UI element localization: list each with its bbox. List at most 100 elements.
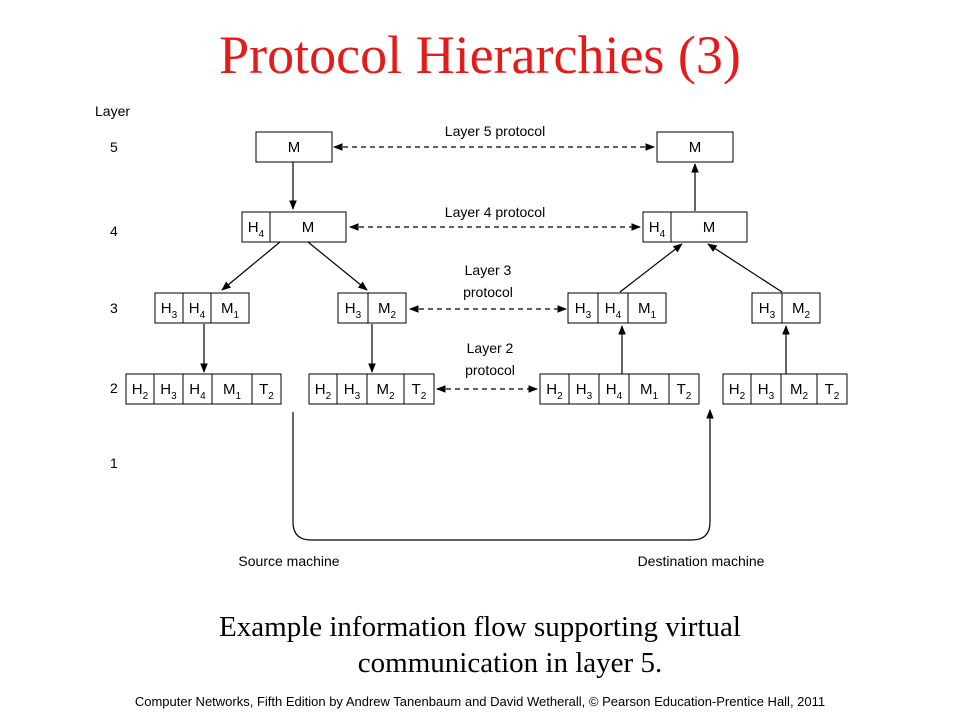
destination-machine-label: Destination machine <box>638 553 765 569</box>
header-cell <box>255 131 333 163</box>
header-cell-label: T2 <box>677 381 692 402</box>
header-cell-label: M <box>689 139 702 156</box>
header-cell-label: T2 <box>259 381 274 402</box>
header-cell-label: M <box>302 219 315 236</box>
header-cell <box>751 292 783 324</box>
arrow-l3b-to-l4-dest <box>707 243 783 293</box>
header-cell-label: M <box>288 139 301 156</box>
layer-number-2: 2 <box>110 380 118 396</box>
header-cell <box>403 373 435 405</box>
header-cell <box>642 211 672 243</box>
header-cell <box>597 292 629 324</box>
layer2-protocol-label-line2: protocol <box>465 362 515 378</box>
header-cell-label: T2 <box>412 381 427 402</box>
header-cell <box>781 292 821 324</box>
header-cell-label: H2 <box>729 381 746 402</box>
header-cell <box>125 373 155 405</box>
arrow-l4-to-l3b-source <box>307 241 368 291</box>
caption-line-2: communication in layer 5. <box>357 647 663 679</box>
header-cell <box>210 292 250 324</box>
header-cell-label: H3 <box>759 300 776 321</box>
header-cell-label: H3 <box>576 381 593 402</box>
header-cell <box>182 292 212 324</box>
header-cell-label: H3 <box>161 300 178 321</box>
layer-column-header: Layer <box>95 103 130 119</box>
slide-title: Protocol Hierarchies (3) <box>219 25 741 85</box>
header-cell-label: M1 <box>640 381 659 402</box>
header-cell <box>182 373 213 405</box>
physical-medium-path <box>292 409 714 541</box>
header-cell <box>722 373 752 405</box>
layer3-protocol-label-line1: Layer 3 <box>465 262 512 278</box>
message-l3-source-a: H3 H4 M1 <box>154 292 250 324</box>
header-cell-label: H4 <box>248 219 265 240</box>
header-cell <box>308 373 338 405</box>
header-cell <box>336 373 368 405</box>
header-cell-label: M1 <box>638 300 657 321</box>
layer5-protocol-label: Layer 5 protocol <box>445 123 545 139</box>
layer-number-4: 4 <box>110 223 118 239</box>
header-cell-label: H3 <box>344 381 361 402</box>
message-l5-dest: M <box>656 131 734 163</box>
header-cell-label: M2 <box>378 300 397 321</box>
header-cell <box>668 373 700 405</box>
header-cell <box>750 373 782 405</box>
header-cell-label: H3 <box>160 381 177 402</box>
header-cell <box>627 292 667 324</box>
header-cell <box>337 292 369 324</box>
arrow-l3a-to-l4-dest <box>619 243 683 293</box>
header-cell <box>598 373 630 405</box>
header-cell-label: H2 <box>315 381 332 402</box>
message-l3-dest-a: H3 H4 M1 <box>567 292 667 324</box>
header-cell-label: H3 <box>575 300 592 321</box>
header-cell-label: H3 <box>758 381 775 402</box>
header-cell <box>656 131 734 163</box>
message-l2-dest-b: H2 H3 M2 T2 <box>722 373 848 405</box>
layer-number-5: 5 <box>110 139 118 155</box>
header-cell <box>269 211 347 243</box>
header-cell-label: M <box>703 219 716 236</box>
source-machine-label: Source machine <box>238 553 339 569</box>
peer-protocol-arrows <box>333 143 655 393</box>
layer2-protocol-label-line1: Layer 2 <box>467 340 514 356</box>
header-cell-label: T2 <box>825 381 840 402</box>
layer-number-3: 3 <box>110 300 118 316</box>
header-cell <box>153 373 184 405</box>
message-l2-source-a: H2 H3 H4 M1 T2 <box>125 373 282 405</box>
caption-line-1: Example information flow supporting virt… <box>219 611 741 643</box>
message-l4-source: H4 M <box>241 211 347 243</box>
header-cell-label: H4 <box>605 300 622 321</box>
layer-number-1: 1 <box>110 455 118 471</box>
message-l5-source: M <box>255 131 333 163</box>
arrow-l4-to-l3a-source <box>221 241 281 291</box>
layer3-protocol-label-line2: protocol <box>463 284 513 300</box>
message-l3-dest-b: H3 M2 <box>751 292 821 324</box>
header-cell <box>241 211 271 243</box>
header-cell-label: M2 <box>376 381 395 402</box>
header-cell-label: H4 <box>189 381 206 402</box>
header-cell-label: H4 <box>606 381 623 402</box>
footer-citation: Computer Networks, Fifth Edition by Andr… <box>134 694 826 709</box>
header-cell-label: H2 <box>132 381 149 402</box>
header-cell-label: H4 <box>649 219 666 240</box>
header-cell-label: M1 <box>221 300 240 321</box>
header-cell-label: M2 <box>792 300 811 321</box>
header-cell-label: M2 <box>790 381 809 402</box>
message-l4-dest: H4 M <box>642 211 748 243</box>
layer4-protocol-label: Layer 4 protocol <box>445 204 545 220</box>
flow-arrows <box>200 162 790 541</box>
header-cell <box>366 373 405 405</box>
header-cell-label: M1 <box>223 381 242 402</box>
message-l2-dest-a: H2 H3 H4 M1 T2 <box>539 373 700 405</box>
header-cell-label: H2 <box>546 381 563 402</box>
header-cell <box>154 292 184 324</box>
header-cell <box>780 373 818 405</box>
header-cell <box>816 373 848 405</box>
header-cell <box>251 373 282 405</box>
header-cell-label: H4 <box>189 300 206 321</box>
message-l2-source-b: H2 H3 M2 T2 <box>308 373 435 405</box>
header-cell <box>367 292 407 324</box>
